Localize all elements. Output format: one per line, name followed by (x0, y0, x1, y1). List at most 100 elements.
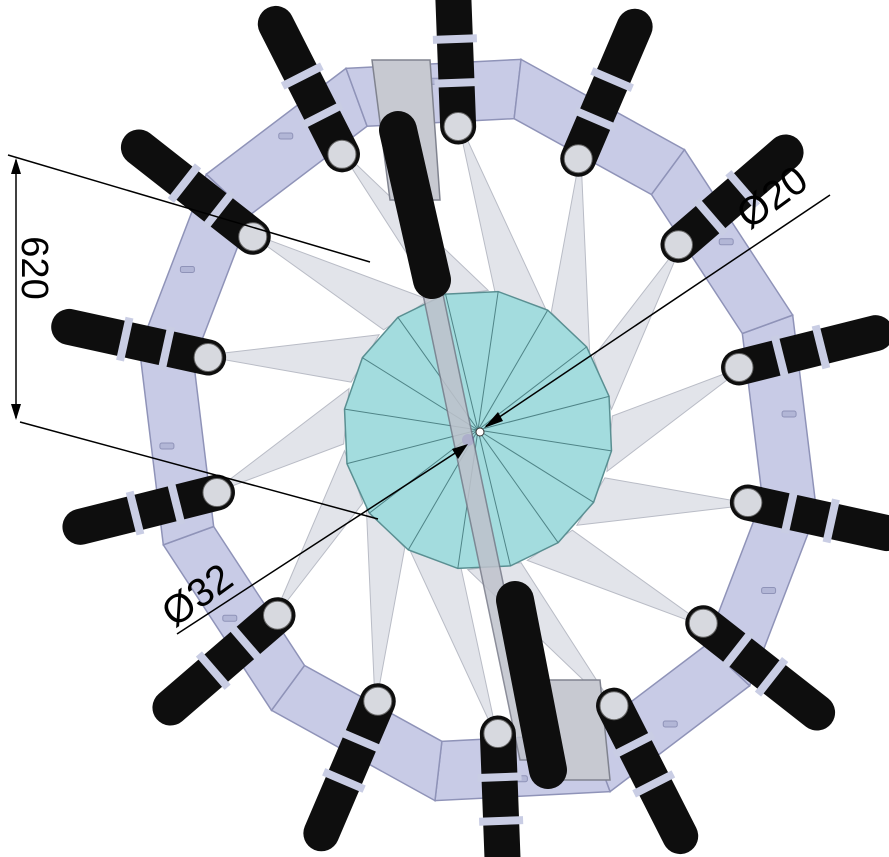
tube-window-end (443, 111, 473, 141)
window-facet-line (477, 291, 499, 431)
tube-window-end (688, 608, 718, 638)
light-guide-cone (272, 449, 364, 621)
tube-band (725, 170, 761, 209)
tube-body (152, 597, 296, 726)
inner-aperture-marker (475, 427, 485, 437)
tube-band (167, 163, 202, 203)
tube-body (729, 484, 889, 552)
window-facet-line (477, 429, 511, 567)
frame-bracket-slot (278, 132, 294, 140)
detector-tube (62, 474, 235, 545)
tube-window-end (483, 719, 513, 749)
tube-band (300, 101, 344, 129)
height-dimension-label: 620 (13, 236, 55, 299)
height-arrow-bottom (11, 404, 21, 420)
detector-tube (152, 597, 296, 726)
tube-body (721, 315, 889, 386)
tube-body (62, 474, 235, 545)
height-extension-bottom (19, 421, 379, 520)
central-window (343, 290, 613, 570)
frame-bracket-slot (159, 442, 175, 450)
detector-tube (257, 5, 360, 173)
tube-window-end (663, 230, 693, 260)
tube-window-end (733, 488, 763, 518)
light-guide-cone (592, 239, 684, 411)
frame-bracket-slot (761, 587, 777, 595)
tube-band (195, 651, 231, 690)
frame-bracket-slot (718, 238, 734, 246)
window-facet-line (477, 395, 610, 431)
tube-window-end (263, 600, 293, 630)
tube-band (339, 728, 383, 754)
tube-band (770, 334, 790, 380)
detector-tube (685, 605, 836, 731)
inner-diameter-arrow (484, 412, 503, 428)
tube-band (434, 77, 479, 88)
tube-body (596, 687, 699, 855)
tube-band (116, 316, 134, 362)
tube-band (720, 630, 755, 670)
tube-body (257, 5, 360, 173)
inner-diameter-leader (485, 194, 831, 427)
tube-band (227, 623, 263, 663)
window-facet-line (445, 293, 479, 431)
rail-detector-tube (496, 581, 567, 789)
tube-body (660, 134, 804, 263)
tube-band (693, 197, 729, 237)
tube-band (822, 498, 840, 544)
light-guide-cone (606, 365, 746, 473)
detector-tube (729, 484, 889, 552)
tube-body (51, 308, 227, 376)
tube-band (478, 816, 524, 826)
tube-band (612, 731, 656, 759)
frame-bracket-slot (222, 614, 238, 622)
tube-band (280, 62, 324, 90)
frame-bracket-slot (662, 720, 678, 728)
window-facet-line (477, 429, 559, 543)
tube-band (632, 770, 676, 798)
tube-window-end (327, 139, 357, 169)
tube-band (780, 489, 799, 535)
light-guide-cone (210, 387, 350, 495)
tube-window-end (599, 691, 629, 721)
tube-window-end (563, 144, 593, 174)
tube-band (322, 768, 366, 793)
detector-tube (721, 315, 889, 386)
window-facet-line (477, 429, 612, 452)
light-guide-cone (575, 477, 755, 526)
tube-band (157, 325, 176, 371)
detector-tube (660, 134, 804, 263)
detector-tube (596, 687, 699, 855)
tube-band (590, 67, 634, 92)
height-extension-top (7, 154, 371, 263)
window-facet-line (477, 309, 549, 431)
tube-band (166, 480, 186, 526)
frame-bracket-slot (179, 265, 195, 273)
tube-body (435, 0, 477, 145)
tube-window-end (724, 352, 754, 382)
rail-detector-tube (379, 111, 451, 299)
tube-band (432, 34, 478, 44)
frame-bracket-slot (781, 410, 797, 418)
tube-body (303, 683, 396, 852)
detector-tube (432, 0, 479, 145)
tube-window-end (363, 686, 393, 716)
tube-window-end (202, 478, 232, 508)
tube-band (754, 657, 789, 697)
detector-tube (303, 683, 396, 852)
tube-band (477, 772, 522, 783)
light-guide-cone (201, 334, 381, 383)
tube-band (573, 106, 617, 132)
tube-band (125, 490, 145, 536)
detector-tubes (51, 0, 889, 857)
outer-diameter-arrow (452, 444, 468, 459)
tube-body (685, 605, 836, 731)
tube-band (201, 190, 236, 230)
window-facet-line (477, 429, 594, 503)
detector-tube (560, 8, 653, 177)
height-arrow-top (11, 158, 21, 174)
tube-body (560, 8, 653, 177)
detector-tube (477, 715, 524, 857)
